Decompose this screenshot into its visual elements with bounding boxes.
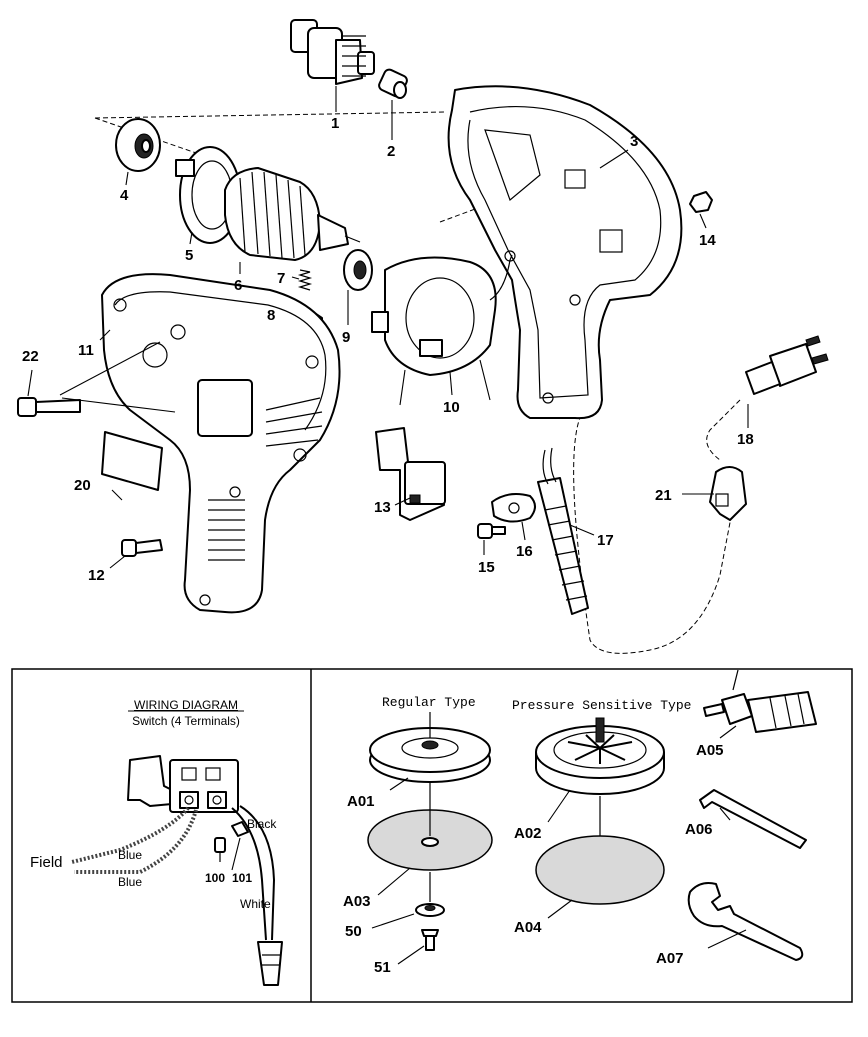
part-rear-bearing	[343, 249, 373, 325]
wiring-title: WIRING DIAGRAM	[134, 698, 238, 712]
label-part-11: 11	[78, 342, 94, 359]
label-part-22: 22	[22, 348, 39, 365]
part-housing-left-half	[99, 273, 341, 614]
label-A02: A02	[514, 825, 542, 842]
accessory-spanner-wrench	[687, 882, 804, 961]
accessory-backing-pad-regular	[369, 712, 491, 791]
label-part-7: 7	[277, 270, 285, 287]
label-50: 50	[345, 923, 362, 940]
label-part-13: 13	[374, 499, 391, 516]
label-A05: A05	[696, 742, 724, 759]
label-part-15: 15	[478, 559, 495, 576]
pressure-sensitive-type-label: Pressure Sensitive Type	[512, 698, 691, 713]
accessory-washer	[371, 872, 445, 929]
accessories-panel: Regular Type Pressure Sensitive Type	[343, 669, 817, 976]
label-A06: A06	[685, 821, 713, 838]
label-part-9: 9	[342, 329, 350, 346]
part-switch	[375, 427, 446, 521]
part-field	[371, 250, 516, 406]
ref-101: 101	[232, 871, 252, 885]
label-part-3: 3	[630, 133, 638, 150]
label-A03: A03	[343, 893, 371, 910]
label-part-4: 4	[120, 187, 129, 204]
field-label: Field	[30, 854, 63, 871]
wire-label-blue-1: Blue	[118, 848, 142, 862]
accessory-screw	[397, 929, 439, 965]
part-housing-screw	[109, 539, 163, 569]
label-part-21: 21	[655, 487, 672, 504]
part-cord-clamp	[491, 493, 536, 541]
part-housing-screw-long	[17, 341, 176, 417]
part-front-bearing	[115, 118, 161, 186]
wire-label-black: Black	[247, 817, 277, 831]
label-part-6: 6	[234, 277, 242, 294]
label-part-5: 5	[185, 247, 193, 264]
accessory-sanding-disc-adhesive	[535, 796, 665, 919]
ref-100: 100	[205, 871, 225, 885]
wire-label-white: White	[240, 897, 271, 911]
accessory-hex-key	[699, 789, 807, 849]
label-51: 51	[374, 959, 391, 976]
accessory-side-handle	[703, 669, 817, 739]
label-part-2: 2	[387, 143, 395, 160]
part-clamp-screw	[477, 523, 506, 555]
label-A01: A01	[347, 793, 375, 810]
part-cord-protector	[537, 447, 595, 615]
part-chuck	[290, 19, 375, 112]
label-part-10: 10	[443, 399, 460, 416]
label-part-18: 18	[737, 431, 754, 448]
label-part-17: 17	[597, 532, 614, 549]
lower-panel-frame	[11, 668, 853, 1003]
part-nut	[689, 191, 713, 229]
wire-label-blue-2: Blue	[118, 875, 142, 889]
accessory-backing-pad-pressure-sensitive	[535, 717, 665, 823]
part-brush-spring	[291, 269, 313, 291]
part-power-cord-plug	[745, 335, 829, 428]
label-A04: A04	[514, 919, 542, 936]
label-A07: A07	[656, 950, 684, 967]
part-nameplate	[101, 431, 163, 501]
label-part-14: 14	[699, 232, 716, 249]
regular-type-label: Regular Type	[382, 695, 476, 710]
accessory-sanding-disc-regular	[367, 782, 493, 896]
wiring-subtitle: Switch (4 Terminals)	[132, 714, 240, 728]
part-armature	[224, 167, 361, 274]
label-part-16: 16	[516, 543, 533, 560]
label-part-12: 12	[88, 567, 105, 584]
part-housing-right-half	[447, 85, 683, 420]
part-chuck-bushing	[378, 68, 408, 140]
part-cord-clip	[682, 466, 747, 521]
wiring-diagram: WIRING DIAGRAM Switch (4 Terminals) Blue…	[30, 698, 283, 986]
label-part-1: 1	[331, 115, 339, 132]
label-part-20: 20	[74, 477, 91, 494]
label-part-8: 8	[267, 307, 275, 324]
